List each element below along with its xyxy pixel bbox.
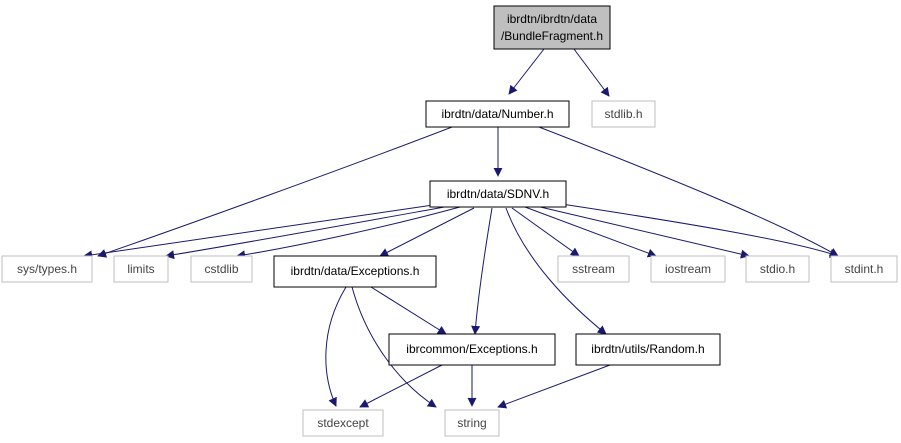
edge-sdnv-h-to-iostream — [524, 206, 657, 258]
node-box — [113, 255, 169, 283]
edge-sdnv-h-to-stdio-h — [535, 205, 750, 259]
edge-sdnv-h-to-random-h — [505, 207, 607, 335]
node-label-line2: /BundleFragment.h — [501, 29, 603, 43]
edge-random-h-to-string — [497, 364, 611, 409]
node-string[interactable]: string — [444, 409, 500, 437]
node-label: sstream — [572, 262, 615, 276]
edge-sdnv-h-to-cstdlib — [236, 206, 461, 260]
node-box — [444, 409, 500, 437]
node-label: ibrcommon/Exceptions.h — [406, 342, 537, 356]
edge-sdnv-h-to-stdint-h — [554, 202, 839, 258]
node-box — [575, 333, 721, 366]
node-label: stdexcept — [317, 416, 369, 430]
edge-root-to-number-h — [508, 48, 545, 95]
node-label-line1: ibrdtn/ibrdtn/data — [507, 12, 597, 26]
node-label: stdio.h — [760, 262, 795, 276]
node-box — [591, 100, 656, 128]
node-label: stdlib.h — [604, 107, 642, 121]
edge-data-exceptions-h-to-string — [351, 286, 437, 408]
node-box — [273, 255, 437, 288]
node-box — [388, 333, 556, 366]
edge-number-h-to-sys-types-h — [97, 126, 453, 258]
node-box — [302, 409, 384, 437]
node-label: limits — [127, 262, 154, 276]
node-sstream[interactable]: sstream — [557, 255, 630, 283]
node-label: ibrdtn/data/Exceptions.h — [291, 264, 420, 278]
edge-sdnv-h-to-ibrcommon-exceptions-h — [471, 207, 493, 335]
edge-sdnv-h-to-sys-types-h — [83, 203, 441, 260]
node-box — [830, 255, 898, 283]
node-sdnv-h[interactable]: ibrdtn/data/SDNV.h — [429, 180, 567, 208]
node-stdexcept[interactable]: stdexcept — [302, 409, 384, 437]
nodes: ibrdtn/ibrdtn/data /BundleFragment.h ibr… — [1, 5, 898, 437]
node-bundlefragment-h[interactable]: ibrdtn/ibrdtn/data /BundleFragment.h — [493, 5, 611, 50]
node-ibrcommon-exceptions-h[interactable]: ibrcommon/Exceptions.h — [388, 333, 556, 366]
edge-root-to-stdlib-h — [573, 48, 610, 97]
edge-sdnv-h-to-data-exceptions-h — [379, 207, 475, 257]
edge-data-exceptions-h-to-ibrcommon-exceptions-h — [370, 286, 447, 335]
node-sys-types-h[interactable]: sys/types.h — [1, 255, 93, 283]
node-label: sys/types.h — [17, 262, 77, 276]
node-random-h[interactable]: ibrdtn/utils/Random.h — [575, 333, 721, 366]
node-number-h[interactable]: ibrdtn/data/Number.h — [425, 100, 570, 128]
node-label: ibrdtn/data/SDNV.h — [447, 187, 549, 201]
node-label: iostream — [665, 262, 711, 276]
node-stdio-h[interactable]: stdio.h — [745, 255, 810, 283]
edge-ibrcommon-exceptions-h-to-stdexcept — [359, 364, 443, 408]
node-box — [1, 255, 93, 283]
node-label: stdint.h — [845, 262, 884, 276]
node-limits[interactable]: limits — [113, 255, 169, 283]
node-box — [429, 180, 567, 208]
node-iostream[interactable]: iostream — [650, 255, 726, 283]
node-label: ibrdtn/utils/Random.h — [591, 342, 704, 356]
node-stdlib-h[interactable]: stdlib.h — [591, 100, 656, 128]
node-box — [493, 5, 611, 50]
node-cstdlib[interactable]: cstdlib — [190, 255, 253, 283]
edges — [83, 48, 839, 409]
node-box — [190, 255, 253, 283]
edge-sdnv-h-to-limits — [165, 205, 451, 260]
node-box — [650, 255, 726, 283]
node-box — [557, 255, 630, 283]
node-label: cstdlib — [204, 262, 238, 276]
node-box — [425, 100, 570, 128]
node-stdint-h[interactable]: stdint.h — [830, 255, 898, 283]
node-label: ibrdtn/data/Number.h — [441, 107, 553, 121]
edge-number-h-to-stdint-h — [538, 126, 839, 257]
node-box — [745, 255, 810, 283]
node-label: string — [457, 416, 486, 430]
node-data-exceptions-h[interactable]: ibrdtn/data/Exceptions.h — [273, 255, 437, 288]
edge-sdnv-h-to-sstream — [511, 207, 580, 257]
edge-data-exceptions-h-to-stdexcept — [325, 286, 347, 407]
